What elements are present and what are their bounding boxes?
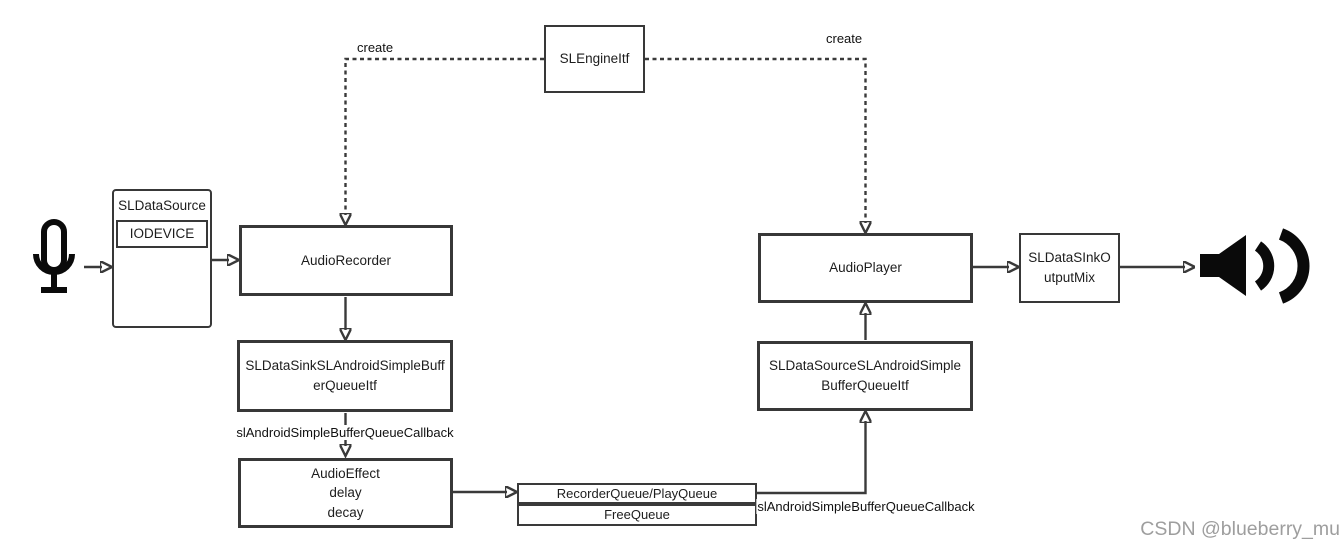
node-sldatasink-outputmix: SLDataSInkOutputMix (1019, 233, 1120, 303)
connector-create-audioplayer (645, 57, 866, 223)
node-freequeue: FreeQueue (517, 504, 757, 526)
edge-label-player-callback: slAndroidSimpleBufferQueueCallback (756, 499, 976, 514)
node-sldatasource-bufferqueueitf: SLDataSourceSLAndroidSimpleBufferQueueIt… (757, 341, 973, 411)
microphone-tile (26, 218, 83, 302)
edge-label-create-right: create (825, 31, 864, 46)
edge-label-recorder-callback: slAndroidSimpleBufferQueueCallback (235, 425, 455, 440)
sldatasource-title: SLDataSource (118, 198, 206, 213)
microphone-icon (33, 219, 75, 293)
edge-label-create-left: create (356, 40, 395, 55)
watermark: CSDN @blueberry_mu (1140, 518, 1340, 540)
node-sldatasource: SLDataSource IODEVICE (112, 189, 212, 328)
node-audioplayer: AudioPlayer (758, 233, 973, 303)
node-audiorecorder: AudioRecorder (239, 225, 453, 296)
speaker-icon (1200, 228, 1310, 304)
node-recorderqueue-playqueue: RecorderQueue/PlayQueue (517, 483, 757, 504)
node-slengineitf: SLEngineItf (544, 25, 645, 93)
connector-queue-datasourcebq (757, 421, 866, 495)
connector-create-audiorecorder (346, 57, 544, 215)
node-sldatasink-bufferqueueitf: SLDataSinkSLAndroidSimpleBufferQueueItf (237, 340, 453, 412)
node-iodevice: IODEVICE (116, 220, 208, 248)
speaker-tile (1195, 219, 1318, 312)
node-audioeffect: AudioEffect delay decay (238, 458, 453, 528)
